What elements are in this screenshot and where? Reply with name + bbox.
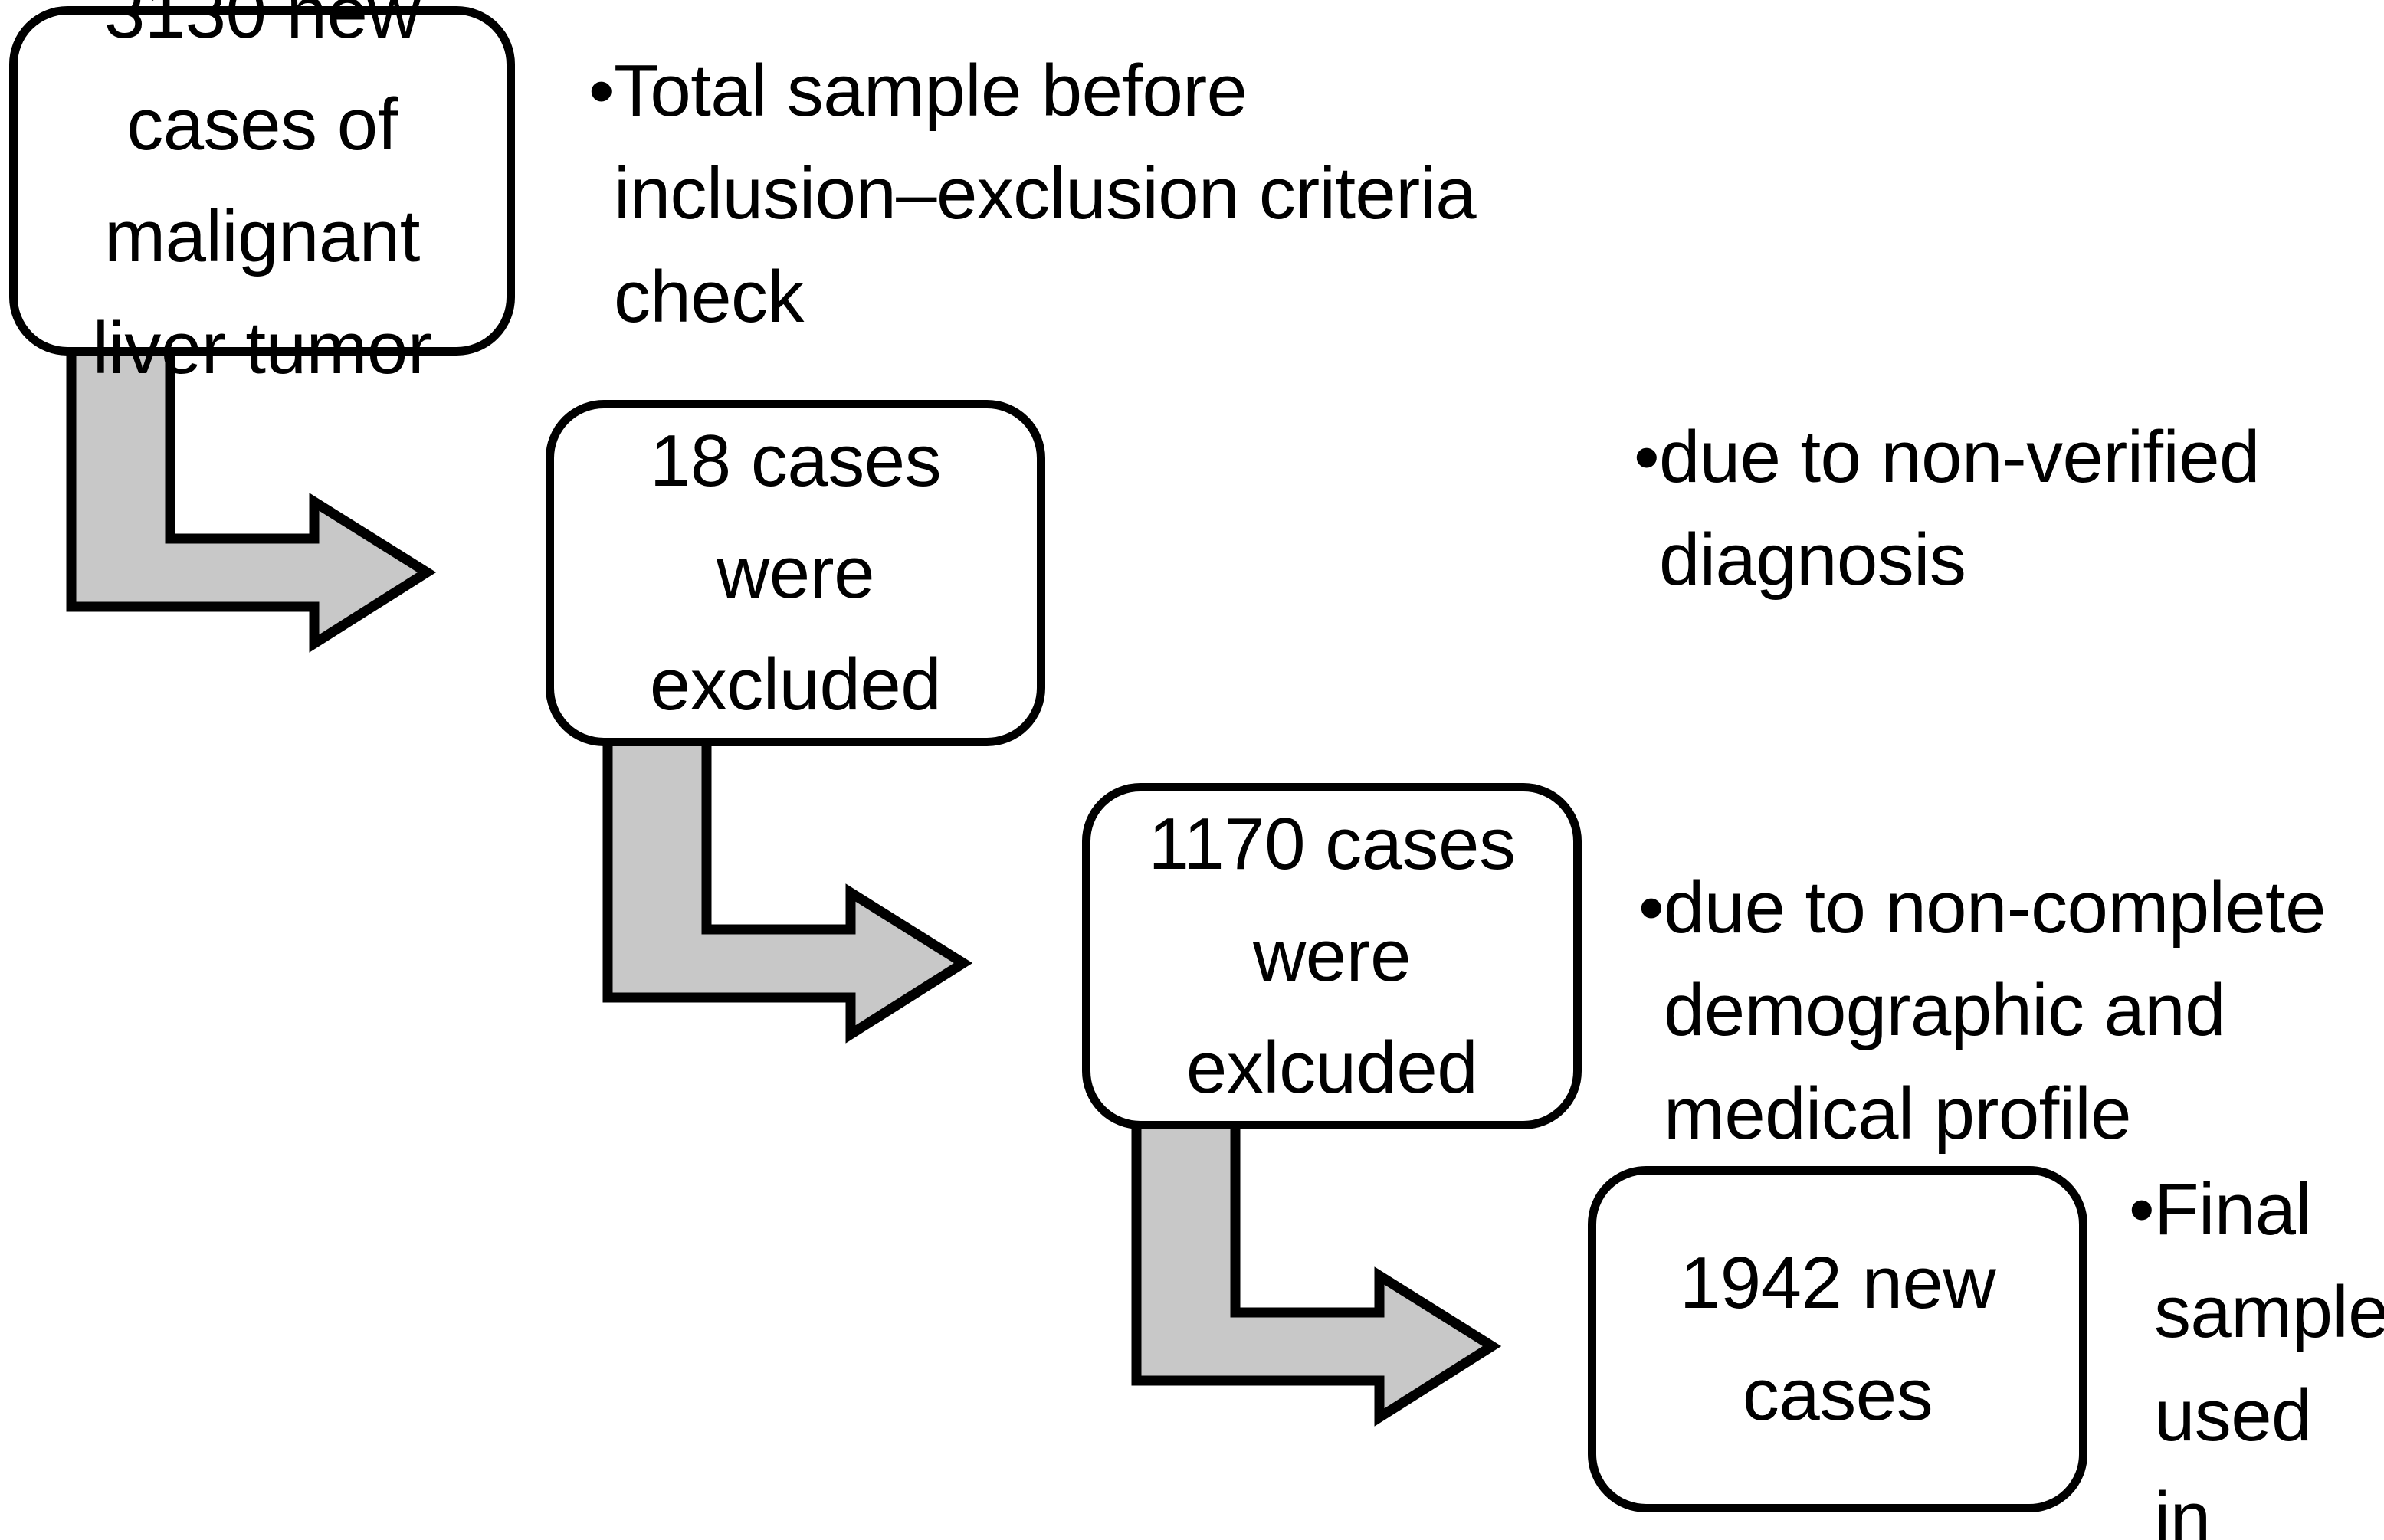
flow-node-total-sample: 3130 new cases of malignant liver tumor	[9, 0, 515, 389]
flow-node-excluded-1170-label: 1170 cases were exlcuded	[1148, 803, 1516, 1109]
bullet-icon: •	[1634, 416, 1660, 498]
flow-node-total-sample-label: 3130 new cases of malignant liver tumor	[92, 0, 432, 389]
bent-arrow-icon-2	[598, 734, 973, 1088]
note-final-sample: • Final sample used in the analysis	[2129, 1158, 2384, 1540]
flow-node-excluded-1170: 1170 cases were exlcuded	[1082, 783, 1582, 1129]
note-excluded-1170-text: due to non-complete demographic and medi…	[1664, 867, 2326, 1155]
bent-arrow-icon-3	[1126, 1117, 1502, 1471]
bullet-icon: •	[589, 50, 615, 132]
flow-node-final-sample-label: 1942 new cases	[1679, 1242, 1996, 1436]
bent-arrow-icon-1	[61, 343, 437, 697]
flow-node-excluded-18-label: 18 cases were excluded	[649, 420, 942, 726]
bullet-icon: •	[2129, 1168, 2155, 1250]
flow-node-excluded-18: 18 cases were excluded	[546, 400, 1045, 746]
note-total-sample: • Total sample before inclusion–exclusio…	[589, 40, 1493, 349]
note-total-sample-text: Total sample before inclusion–exclusion …	[614, 50, 1477, 338]
note-excluded-18-text: due to non-verified diagnosis	[1659, 416, 2260, 601]
note-final-sample-text: Final sample used in the analysis	[2154, 1168, 2384, 1540]
note-excluded-18: • due to non-verified diagnosis	[1634, 406, 2354, 612]
bullet-icon: •	[1638, 867, 1664, 949]
note-excluded-1170: • due to non-complete demographic and me…	[1638, 857, 2343, 1165]
flow-node-final-sample: 1942 new cases	[1588, 1166, 2087, 1512]
